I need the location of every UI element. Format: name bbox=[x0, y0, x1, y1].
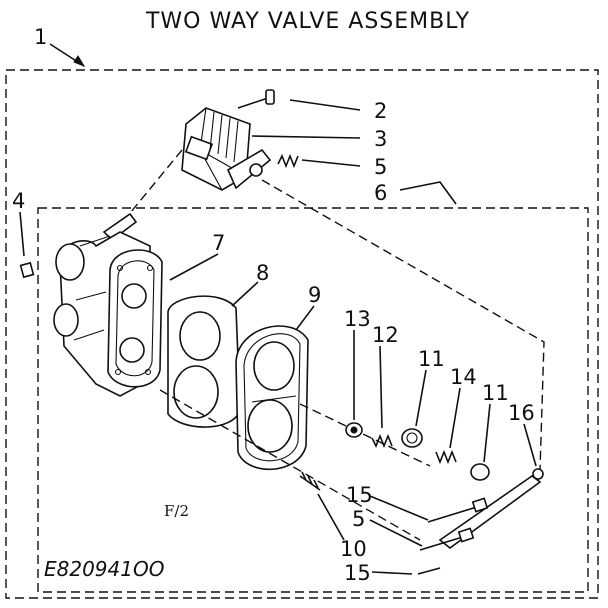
callout-8: 8 bbox=[256, 261, 269, 285]
leader-14 bbox=[449, 387, 461, 449]
dash-bracket-to-lever bbox=[261, 179, 545, 471]
callout-11-upper: 11 bbox=[418, 347, 445, 371]
coil-bracket bbox=[226, 148, 272, 190]
leader-11-upper bbox=[415, 369, 427, 427]
dash-stack-axis bbox=[299, 403, 431, 467]
inner-subassembly-boundary bbox=[37, 207, 589, 593]
lever-arm-16 bbox=[438, 468, 544, 550]
leader-15-lower bbox=[371, 571, 413, 575]
callout-12: 12 bbox=[372, 323, 399, 347]
spring-14 bbox=[435, 449, 457, 465]
dash-coil-to-body bbox=[125, 149, 183, 219]
callout-7: 7 bbox=[212, 231, 225, 255]
callout-11-lower: 11 bbox=[482, 381, 509, 405]
callout-2: 2 bbox=[374, 99, 387, 123]
callout-16: 16 bbox=[508, 401, 535, 425]
leader-10 bbox=[317, 493, 345, 541]
callout-6: 6 bbox=[374, 181, 387, 205]
callout-1: 1 bbox=[34, 25, 47, 49]
leader-8 bbox=[231, 281, 259, 307]
callout-3: 3 bbox=[374, 127, 387, 151]
gasket-9 bbox=[235, 325, 309, 471]
leader-9 bbox=[295, 305, 315, 331]
callout-4: 4 bbox=[12, 189, 25, 213]
leader-5-upper bbox=[301, 159, 361, 167]
drawing-number: E820941OO bbox=[44, 557, 164, 581]
gasket-frame-7 bbox=[107, 249, 163, 388]
callout-15-upper: 15 bbox=[346, 483, 373, 507]
leader-3 bbox=[251, 135, 361, 139]
leader-4 bbox=[19, 211, 25, 257]
spring-5-upper bbox=[277, 153, 299, 169]
callout-14: 14 bbox=[450, 365, 477, 389]
outer-assembly-boundary bbox=[5, 69, 599, 599]
leader-11-lower bbox=[483, 403, 491, 463]
screw-2 bbox=[237, 89, 275, 109]
spring-12 bbox=[371, 433, 393, 449]
washer-13 bbox=[345, 422, 363, 438]
callout-5-lower: 5 bbox=[352, 507, 365, 531]
dash-stack-lower bbox=[159, 389, 421, 541]
cap-11-upper bbox=[401, 428, 423, 448]
callout-13: 13 bbox=[344, 307, 371, 331]
figure-label: F/2 bbox=[164, 502, 189, 520]
leader-2 bbox=[289, 99, 361, 111]
callout-10: 10 bbox=[340, 537, 367, 561]
cap-11-lower bbox=[470, 463, 490, 481]
diagram-title: TWO WAY VALVE ASSEMBLY bbox=[145, 9, 470, 34]
screw-10 bbox=[299, 471, 321, 491]
leader-12 bbox=[379, 345, 383, 429]
callout-9: 9 bbox=[308, 283, 321, 307]
leader-7 bbox=[169, 253, 219, 281]
leader-6 bbox=[399, 181, 457, 205]
leader-15-upper bbox=[369, 495, 429, 521]
leader-16 bbox=[523, 423, 537, 467]
leader-5-lower bbox=[369, 519, 423, 547]
callout-5-upper: 5 bbox=[374, 155, 387, 179]
callout-15-lower: 15 bbox=[344, 561, 371, 585]
mounting-bracket bbox=[19, 212, 138, 279]
pin-assembly bbox=[417, 497, 489, 575]
diaphragm-plate-8 bbox=[167, 295, 241, 428]
